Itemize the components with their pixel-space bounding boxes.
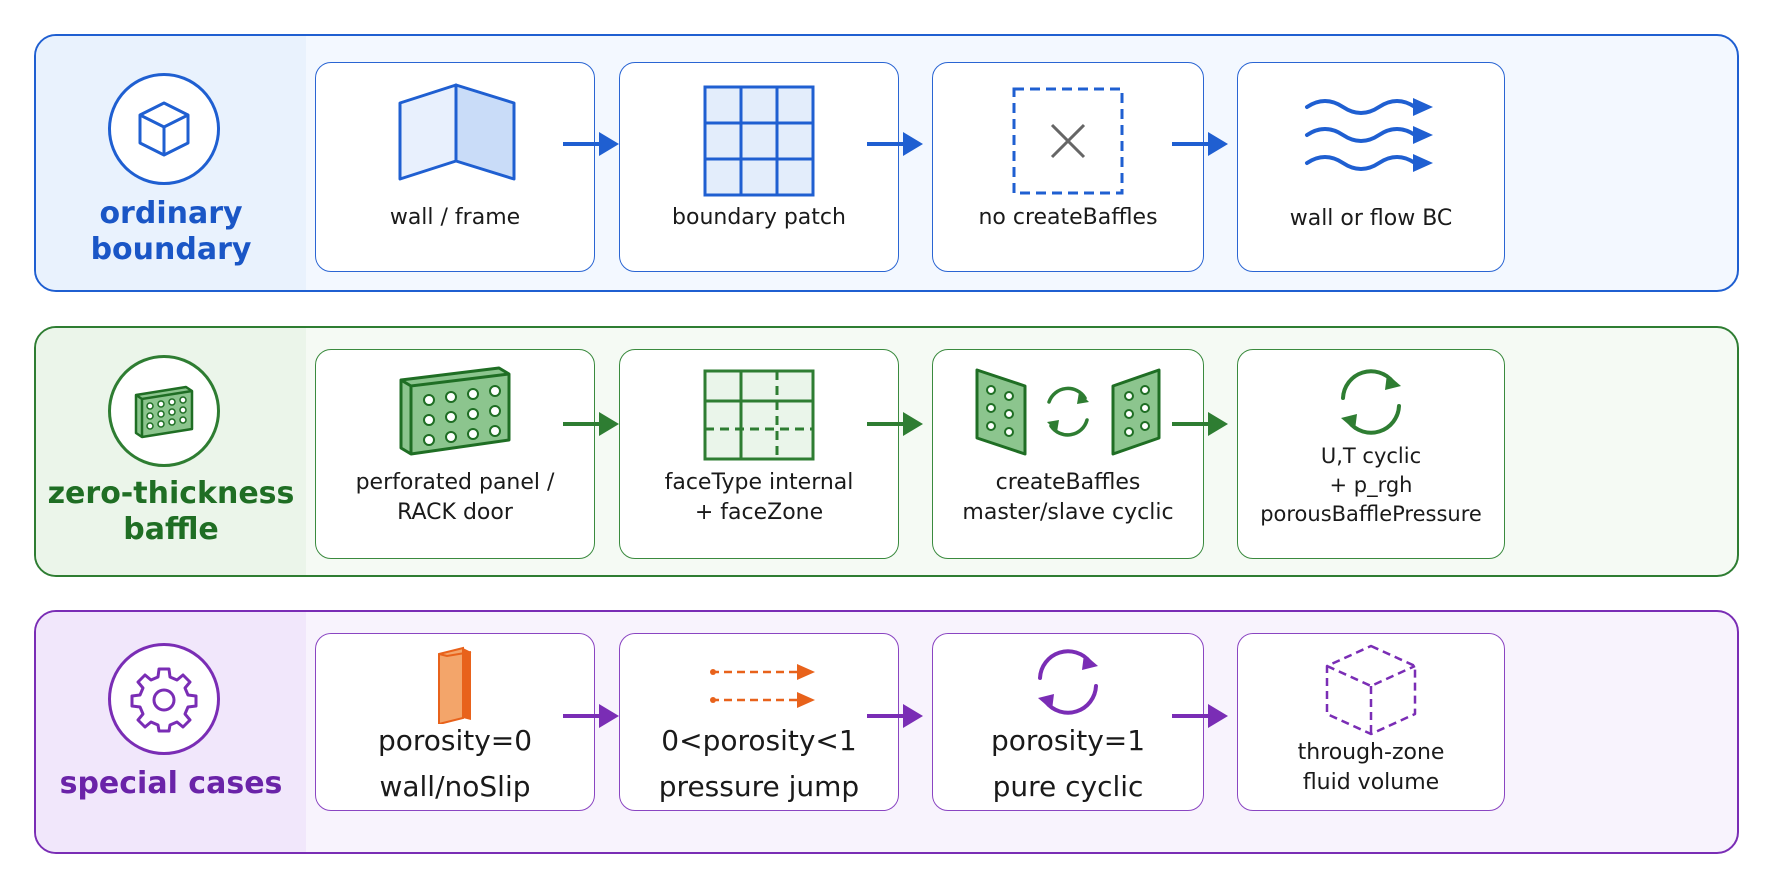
arrow-right-icon (563, 698, 621, 738)
step-card: through-zone fluid volume (1237, 633, 1505, 811)
arrow-right-icon (1172, 698, 1230, 738)
arrow-right-icon (867, 126, 925, 166)
step-label: perforated panel / RACK door (355, 470, 555, 525)
step-label: faceType internal + faceZone (664, 470, 854, 525)
row-label: zero-thickness baffle (47, 476, 295, 547)
cycle-arrows-icon (933, 644, 1203, 720)
step-label: boundary patch (672, 205, 846, 230)
row-label: ordinary boundary (90, 196, 252, 267)
step-label: U,T cyclic + p_rgh porousBafflePressure (1260, 444, 1482, 526)
step-label: porosity=0 wall/noSlip (377, 724, 533, 803)
step-label: through-zone fluid volume (1297, 740, 1445, 795)
step-card: porosity=0 wall/noSlip (315, 633, 595, 811)
dashed-grid-icon (620, 367, 898, 463)
step-label: createBaffles master/slave cyclic (962, 470, 1174, 525)
perforated-panel-icon (108, 355, 220, 467)
arrow-right-icon (563, 126, 621, 166)
step-card: wall / frame (315, 62, 595, 272)
perforated-panel-icon (316, 364, 594, 460)
arrow-right-icon (867, 406, 925, 446)
step-card: U,T cyclic + p_rgh porousBafflePressure (1237, 349, 1505, 559)
row-zero-thickness-baffle: zero-thickness baffle perforated panel /… (34, 326, 1739, 577)
arrow-right-icon (1172, 406, 1230, 446)
step-label: wall / frame (389, 205, 521, 230)
dashed-arrows-icon (620, 662, 898, 708)
step-label: wall or flow BC (1289, 206, 1453, 231)
step-card: createBaffles master/slave cyclic (932, 349, 1204, 559)
row-special-cases: special cases porosity=0 wall/noSlip (34, 610, 1739, 854)
solid-wall-icon (316, 644, 594, 724)
flow-waves-icon (1238, 93, 1504, 177)
dashed-cube-icon (1238, 642, 1504, 738)
gear-icon (108, 643, 220, 755)
step-label: 0<porosity<1 pressure jump (658, 724, 860, 803)
arrow-right-icon (867, 698, 925, 738)
step-card: wall or flow BC (1237, 62, 1505, 272)
arrow-right-icon (563, 406, 621, 446)
row-label: special cases (59, 766, 283, 801)
cube-icon (108, 73, 220, 185)
step-card: no createBaffles (932, 62, 1204, 272)
step-card: perforated panel / RACK door (315, 349, 595, 559)
grid-patch-icon (620, 83, 898, 199)
dashed-x-icon (933, 85, 1203, 197)
panel-pair-cycle-icon (933, 364, 1203, 460)
cycle-arrows-icon (1238, 362, 1504, 442)
arrow-right-icon (1172, 126, 1230, 166)
step-card: boundary patch (619, 62, 899, 272)
step-label: no createBaffles (978, 205, 1158, 230)
wall-frame-icon (316, 81, 594, 181)
step-card: 0<porosity<1 pressure jump (619, 633, 899, 811)
row-ordinary-boundary: ordinary boundary wall / frame boundary … (34, 34, 1739, 292)
step-label: porosity=1 pure cyclic (990, 724, 1146, 803)
step-card: faceType internal + faceZone (619, 349, 899, 559)
step-card: porosity=1 pure cyclic (932, 633, 1204, 811)
